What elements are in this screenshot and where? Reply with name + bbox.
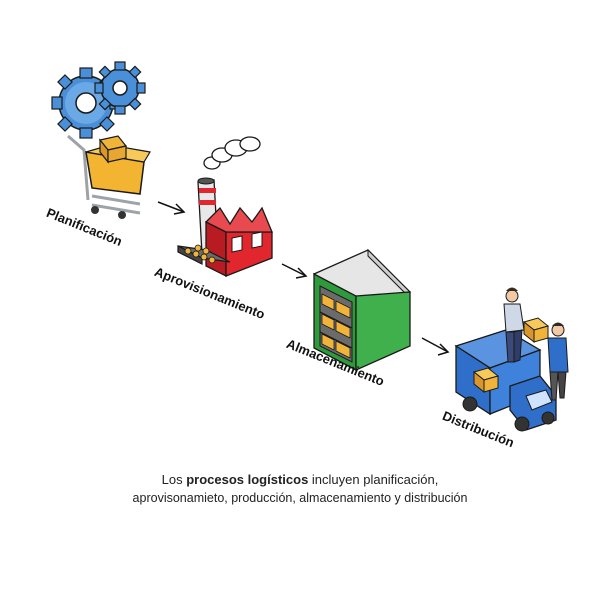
warehouse-icon	[312, 248, 412, 372]
flow-arrow-2	[281, 263, 308, 279]
caption-bold: procesos logísticos	[186, 472, 309, 487]
gear-small-icon	[94, 61, 146, 115]
caption-suffix: incluyen planificación,	[308, 472, 439, 487]
flow-arrow-3	[421, 337, 450, 356]
worker-ground-icon	[547, 322, 569, 401]
caption-line-1: Los procesos logísticos incluyen planifi…	[0, 472, 600, 488]
caption-prefix: Los	[161, 472, 187, 487]
delivery-truck-icon	[454, 329, 557, 432]
caption-line-2: aprovisonamieto, producción, almacenamie…	[132, 491, 468, 505]
worker-on-truck-icon	[503, 287, 525, 363]
shopping-cart-icon	[67, 134, 151, 219]
gears-cart-icon	[51, 61, 151, 219]
flow-arrow-1	[157, 201, 186, 215]
factory-icon	[177, 136, 273, 278]
handed-box-icon	[522, 317, 550, 344]
smoke-icon	[203, 136, 261, 170]
